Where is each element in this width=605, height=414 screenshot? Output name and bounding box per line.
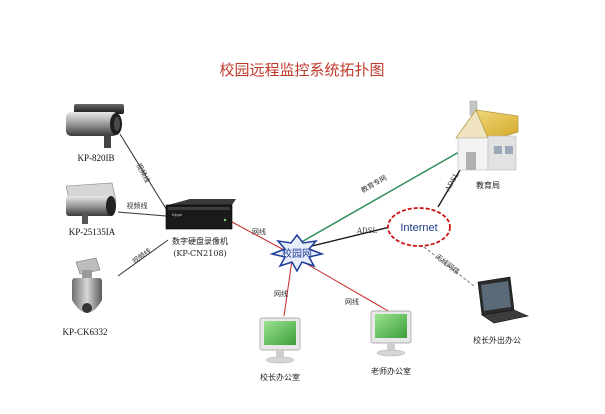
- net-teacher-line: [299, 259, 391, 313]
- campus-network-node: 校园网: [269, 233, 325, 273]
- link-label-dvr-net: 网线: [252, 227, 266, 236]
- house-icon: [455, 100, 519, 171]
- camera-kp-820ib: KP-820IB: [66, 104, 124, 163]
- link-label-edu-net: 教育专网: [359, 173, 388, 195]
- campus-network-label: 校园网: [282, 247, 312, 260]
- box-camera-icon: [65, 182, 117, 224]
- camera-kp-ck6332: KP-CK6332: [62, 257, 108, 337]
- camera-label-kp-820ib: KP-820IB: [77, 153, 114, 163]
- camera-label-kp-ck6332: KP-CK6332: [62, 327, 107, 337]
- star-burst-icon: [269, 233, 325, 273]
- adsl-campus-line: [311, 225, 395, 247]
- internet-label: Internet: [400, 222, 437, 234]
- internet-node: Internet: [387, 207, 451, 247]
- laptop-icon: [477, 276, 529, 324]
- cloud-ellipse-icon: [387, 207, 451, 247]
- dvr-brand-text: Kippe: [172, 212, 183, 217]
- video-line-1: [119, 133, 169, 213]
- teacher-office-node: 老师办公室: [370, 310, 412, 376]
- video-line-2: [117, 211, 167, 217]
- link-label-video-3: 视频线: [130, 246, 152, 266]
- principal-office-node: 校长办公室: [259, 317, 301, 382]
- edu-bureau-label: 教育局: [476, 180, 500, 190]
- connection-lines: [117, 133, 475, 317]
- net-principal-line: [283, 259, 293, 317]
- dvr-label-model: (KP-CN2108): [173, 249, 226, 258]
- monitor-icon: [259, 317, 301, 364]
- dvr-network-line: [231, 221, 285, 251]
- dome-camera-icon: [72, 257, 102, 313]
- bullet-camera-icon: [66, 104, 124, 148]
- link-label-wireless: 无线网络: [434, 252, 462, 276]
- link-label-net-principal: 网线: [274, 289, 288, 298]
- link-label-video-2: 视频线: [127, 201, 148, 210]
- edu-bureau-node: 教育局: [455, 100, 519, 190]
- camera-kp-25135ia: KP-25135IA: [65, 182, 117, 237]
- edu-network-line: [297, 147, 467, 245]
- principal-office-label: 校长办公室: [260, 372, 300, 382]
- dvr-kp-cn2108: Kippe 数字硬盘录像机 (KP-CN2108): [165, 199, 236, 258]
- principal-remote-node: 校长外出办公: [473, 276, 529, 345]
- monitor-icon: [370, 310, 412, 357]
- dvr-label-name: 数字硬盘录像机: [172, 236, 228, 246]
- video-line-3: [117, 239, 169, 277]
- wireless-line: [423, 246, 475, 287]
- link-label-video-1: 视频线: [134, 161, 152, 184]
- teacher-office-label: 老师办公室: [371, 366, 411, 376]
- principal-remote-label: 校长外出办公: [473, 335, 521, 345]
- diagram-title: 校园远程监控系统拓扑图: [219, 61, 384, 79]
- link-label-adsl-campus: ADSL: [356, 227, 377, 235]
- camera-label-kp-25135ia: KP-25135IA: [69, 227, 116, 237]
- link-label-net-teacher: 网线: [345, 297, 359, 306]
- dvr-icon: Kippe: [165, 199, 236, 230]
- link-label-adsl-edu: ADSL: [443, 171, 461, 194]
